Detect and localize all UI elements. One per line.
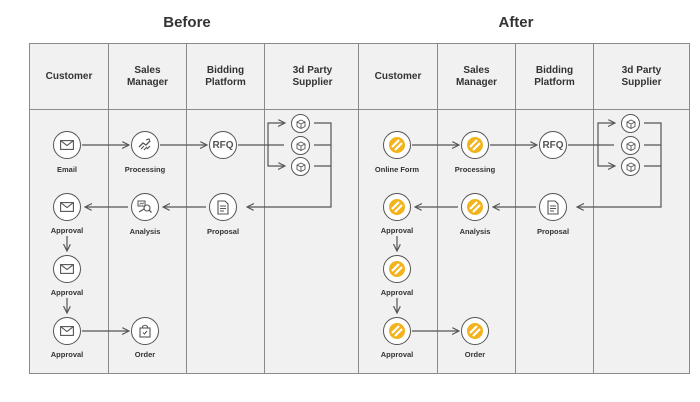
rfq-label: RFQ <box>212 139 234 151</box>
lane-3d-party-supplier: 3d Party Supplier <box>264 44 360 373</box>
proposal-node-after <box>539 193 567 221</box>
approval-node-3 <box>53 317 81 345</box>
proposal-label: Proposal <box>206 227 240 236</box>
envelope-icon <box>60 202 74 212</box>
lane-label-sales-manager: Sales Manager <box>126 64 169 88</box>
supplier-node-2-after <box>621 136 640 155</box>
lane-3d-party-supplier: 3d Party Supplier <box>593 44 689 373</box>
lane-label-bidding-platform: Bidding Platform <box>534 64 575 88</box>
lane-sales-manager: Sales Manager <box>108 44 186 373</box>
lane-customer: Customer <box>359 44 437 373</box>
approval-label-2-after: Approval <box>380 288 414 297</box>
line-supplier-split-top-after <box>597 123 614 145</box>
rfq-node: RFQ <box>209 131 237 159</box>
app-logo-icon <box>389 199 405 215</box>
lane-header-customer: Customer <box>30 44 108 110</box>
processing-label-after: Processing <box>454 165 496 174</box>
approval-node-1 <box>53 193 81 221</box>
analysis-icon <box>137 200 152 213</box>
proposal-node <box>209 193 237 221</box>
lane-label-3d-party-supplier: 3d Party Supplier <box>621 64 662 88</box>
box-icon <box>296 118 305 129</box>
envelope-icon <box>60 140 74 150</box>
proposal-label-after: Proposal <box>536 227 570 236</box>
lane-header-3d-party-supplier: 3d Party Supplier <box>594 44 689 110</box>
processing-node-after <box>461 131 489 159</box>
shopping-bag-icon <box>139 324 151 338</box>
lane-header-bidding-platform: Bidding Platform <box>187 44 264 110</box>
handshake-icon <box>138 138 151 151</box>
lane-label-sales-manager: Sales Manager <box>455 64 498 88</box>
order-node <box>131 317 159 345</box>
approval-label-2: Approval <box>50 288 84 297</box>
lane-header-3d-party-supplier: 3d Party Supplier <box>265 44 360 110</box>
lane-bidding-platform: Bidding Platform <box>186 44 264 373</box>
email-node <box>53 131 81 159</box>
email-label: Email <box>56 165 78 174</box>
supplier-node-3-after <box>621 157 640 176</box>
before-title: Before <box>163 14 211 31</box>
online-form-label: Online Form <box>374 165 420 174</box>
after-title: After <box>498 14 534 31</box>
envelope-icon <box>60 326 74 336</box>
approval-node-3-after <box>383 317 411 345</box>
approval-label-1: Approval <box>50 226 84 235</box>
line-supplier-split-bottom <box>267 145 284 166</box>
line-supplier-split-bottom-after <box>597 145 614 166</box>
analysis-label: Analysis <box>129 227 161 236</box>
supplier-node-3 <box>291 157 310 176</box>
lane-label-3d-party-supplier: 3d Party Supplier <box>292 64 333 88</box>
lane-header-sales-manager: Sales Manager <box>109 44 186 110</box>
app-logo-icon <box>467 323 483 339</box>
approval-node-2 <box>53 255 81 283</box>
lane-sales-manager: Sales Manager <box>437 44 515 373</box>
approval-label-3: Approval <box>50 350 84 359</box>
approval-label-3-after: Approval <box>380 350 414 359</box>
box-icon <box>626 140 635 151</box>
line-suppliers-return <box>248 122 332 207</box>
app-logo-icon <box>467 199 483 215</box>
line-suppliers-return-after <box>578 122 662 207</box>
order-label: Order <box>134 350 156 359</box>
rfq-node-after: RFQ <box>539 131 567 159</box>
app-logo-icon <box>389 261 405 277</box>
box-icon <box>626 118 635 129</box>
box-icon <box>626 161 635 172</box>
approval-label-1-after: Approval <box>380 226 414 235</box>
after-panel: Customer Sales Manager Bidding Platform … <box>358 43 690 374</box>
order-node-after <box>461 317 489 345</box>
analysis-node <box>131 193 159 221</box>
lane-label-bidding-platform: Bidding Platform <box>205 64 246 88</box>
lane-header-sales-manager: Sales Manager <box>438 44 515 110</box>
document-icon <box>547 199 559 215</box>
approval-node-1-after <box>383 193 411 221</box>
lane-header-customer: Customer <box>359 44 437 110</box>
lane-header-bidding-platform: Bidding Platform <box>516 44 593 110</box>
line-supplier-split-top <box>267 123 284 145</box>
app-logo-icon <box>389 323 405 339</box>
analysis-label-after: Analysis <box>459 227 491 236</box>
box-icon <box>296 161 305 172</box>
envelope-icon <box>60 264 74 274</box>
processing-node <box>131 131 159 159</box>
rfq-label-after: RFQ <box>542 139 564 151</box>
app-logo-icon <box>389 137 405 153</box>
lane-customer: Customer <box>30 44 108 373</box>
supplier-node-2 <box>291 136 310 155</box>
box-icon <box>296 140 305 151</box>
document-icon <box>217 199 229 215</box>
order-label-after: Order <box>464 350 486 359</box>
app-logo-icon <box>467 137 483 153</box>
supplier-node-1-after <box>621 114 640 133</box>
processing-label: Processing <box>124 165 166 174</box>
analysis-node-after <box>461 193 489 221</box>
approval-node-2-after <box>383 255 411 283</box>
supplier-node-1 <box>291 114 310 133</box>
online-form-node <box>383 131 411 159</box>
lane-bidding-platform: Bidding Platform <box>515 44 593 373</box>
